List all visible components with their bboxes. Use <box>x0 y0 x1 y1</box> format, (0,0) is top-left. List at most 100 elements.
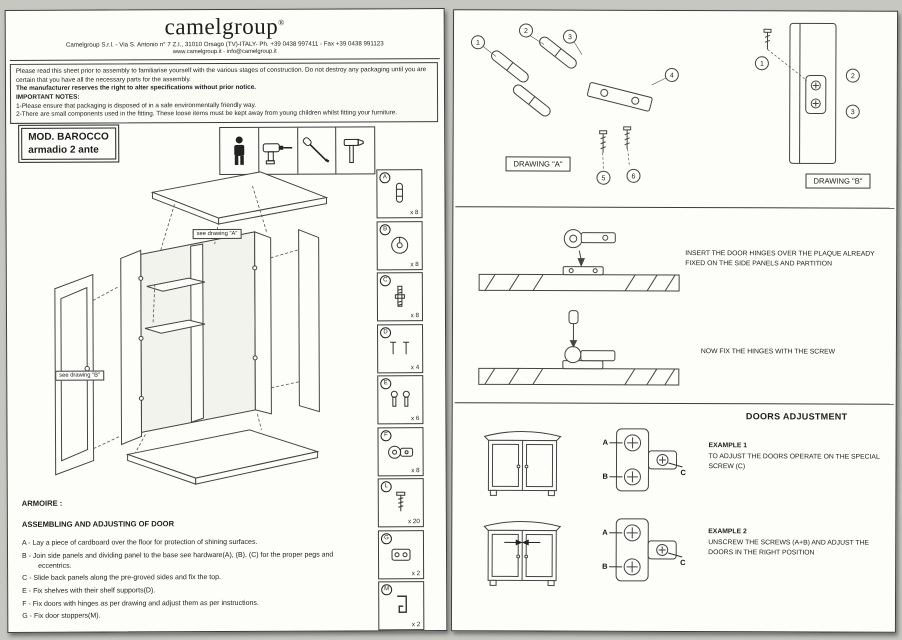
part-qty: x 6 <box>411 415 420 423</box>
part-qty: x 8 <box>410 260 419 268</box>
drawing-a-callout: 4 <box>670 72 674 79</box>
screw-icon <box>396 491 406 512</box>
model-box: MOD. BAROCCO armadio 2 ante <box>18 124 119 163</box>
assembly-step-b: B - Join side panels and dividing panel … <box>22 551 334 570</box>
drawing-a-label: DRAWING "A" <box>505 156 571 172</box>
hinge-label-a: A <box>603 438 609 447</box>
example-2-title: EXAMPLE 2 <box>708 528 747 536</box>
part-qty: x 2 <box>411 569 421 577</box>
assembly-step-e: E - Fix shelves with their shelf support… <box>22 587 156 595</box>
registered-mark-icon: ® <box>278 18 285 28</box>
dowel-icon <box>395 182 403 203</box>
exploded-wardrobe-diagram <box>54 171 329 485</box>
part-item-m: M x 2 <box>378 581 425 631</box>
company-website: www.camelgroup.it - info@camelgroup.it <box>172 48 277 56</box>
insert-hinges-text: INSERT THE DOOR HINGES OVER THE PLAQUE A… <box>685 250 875 268</box>
drawing-a-callout: 5 <box>602 175 606 182</box>
fix-hinges-text: NOW FIX THE HINGES WITH THE SCREW <box>700 348 836 356</box>
part-letter-badge: A <box>379 172 391 184</box>
part-item-e: E x 6 <box>377 375 424 425</box>
drawing-a-callout: 3 <box>568 34 572 41</box>
model-type: armadio 2 ante <box>28 144 99 156</box>
part-item-g: G x 2 <box>377 529 425 579</box>
part-item-f: F x 8 <box>377 426 424 476</box>
drawing-b-callout: 2 <box>851 73 855 80</box>
tool-cell-drill <box>257 127 297 174</box>
person-icon <box>234 136 245 165</box>
doors-adjustment-title: DOORS ADJUSTMENT <box>745 411 848 422</box>
part-item-d: D x 4 <box>377 323 424 373</box>
left-page: camelgroup® Camelgroup S.r.l. - Via S. A… <box>4 8 448 633</box>
section-divider <box>455 206 895 209</box>
notice-intro: Please read this sheet prior to assembly… <box>15 66 427 84</box>
drawing-a-diagram: 1 2 3 4 5 6 <box>470 23 679 185</box>
plate-icon <box>391 548 411 561</box>
drawing-b-diagram: 1 2 3 <box>754 22 860 165</box>
brand-name: camelgroup <box>164 13 279 40</box>
model-name: MOD. BAROCCO <box>28 131 109 143</box>
peg-pair-icon <box>390 390 410 407</box>
tools-box <box>219 126 376 176</box>
safety-notice-box: Please read this sheet prior to assembly… <box>9 62 439 124</box>
hammer-icon <box>343 138 364 163</box>
part-qty: x 8 <box>410 209 419 217</box>
assembly-step-c: C - Slide back panels along the pre-grov… <box>22 574 221 583</box>
tool-cell-hammer <box>335 127 375 174</box>
hinge-label-c: C <box>680 558 686 567</box>
drawing-a-callout: 1 <box>476 40 480 47</box>
armoire-title: ARMOIRE : <box>21 498 63 508</box>
drawing-a-callout: 6 <box>632 173 636 180</box>
cam-lock-icon <box>391 236 409 254</box>
header-divider <box>9 58 440 61</box>
model-box-inner: MOD. BAROCCO armadio 2 ante <box>21 127 116 160</box>
tool-cell-person <box>220 128 258 174</box>
see-drawing-b-label: see drawing "B" <box>55 370 105 381</box>
part-letter-badge: L <box>380 481 392 493</box>
part-qty: x 8 <box>411 466 420 474</box>
part-letter-badge: C <box>379 275 391 287</box>
hinge-label-c: C <box>680 468 686 477</box>
example-1-block: EXAMPLE 1 TO ADJUST THE DOORS OPERATE ON… <box>708 441 884 473</box>
hinge-insert-diagram <box>478 229 680 292</box>
wardrobe-front-diagram-1 <box>483 431 562 497</box>
drawing-b-callout: 3 <box>851 109 855 116</box>
example-2-text: UNSCREW THE SCREWS (A+B) AND ADJUST THE … <box>708 539 869 557</box>
part-item-a: A x 8 <box>376 169 423 219</box>
assembly-step-g: G - Fix door stoppers(M). <box>22 612 101 621</box>
drill-icon <box>262 143 292 165</box>
example-1-text: TO ADJUST THE DOORS OPERATE ON THE SPECI… <box>708 453 880 471</box>
part-qty: x 4 <box>410 363 420 371</box>
part-qty: x 2 <box>411 621 421 629</box>
hinge-label-b: B <box>602 562 608 571</box>
notice-note-2: 2-There are small components used in the… <box>16 109 398 119</box>
screwdriver-icon <box>303 137 330 163</box>
part-item-l: L x 20 <box>377 478 424 528</box>
part-qty: x 8 <box>410 312 419 320</box>
double-screw-icon <box>394 285 405 307</box>
hinge-screw-diagram <box>478 310 680 386</box>
hinge-label-b: B <box>602 472 608 481</box>
assembly-step-a: A - Lay a piece of cardboard over the fl… <box>21 538 258 547</box>
drawing-a-callout: 2 <box>524 28 528 35</box>
brand-logo: camelgroup® <box>6 13 444 41</box>
see-drawing-a-label: see drawing "A" <box>192 228 242 240</box>
part-letter-badge: E <box>380 378 392 390</box>
assembly-title: ASSEMBLING AND ADJUSTING OF DOOR <box>21 519 175 529</box>
example-2-block: EXAMPLE 2 UNSCREW THE SCREWS (A+B) AND A… <box>708 527 884 559</box>
hinge-label-a: A <box>602 528 608 537</box>
hinge-adjust-diagram-2: A B C <box>602 518 686 582</box>
part-item-b: B x 8 <box>376 220 423 270</box>
part-qty: x 20 <box>407 518 420 526</box>
sheet-header: camelgroup® Camelgroup S.r.l. - Via S. A… <box>6 13 444 56</box>
door-stopper-icon <box>397 595 407 613</box>
hardware-parts-list: A x 8 B x 8 C <box>376 169 425 633</box>
part-letter-badge: B <box>379 223 391 235</box>
drawing-b-label: DRAWING "B" <box>805 173 871 189</box>
part-letter-badge: D <box>380 326 392 338</box>
assembly-instructions: ARMOIRE : ASSEMBLING AND ADJUSTING OF DO… <box>22 496 349 624</box>
example-1-title: EXAMPLE 1 <box>708 442 748 450</box>
part-letter-badge: G <box>380 532 392 544</box>
part-letter-badge: F <box>380 429 392 441</box>
shelf-support-icon <box>390 341 410 354</box>
part-letter-badge: M <box>381 584 393 596</box>
